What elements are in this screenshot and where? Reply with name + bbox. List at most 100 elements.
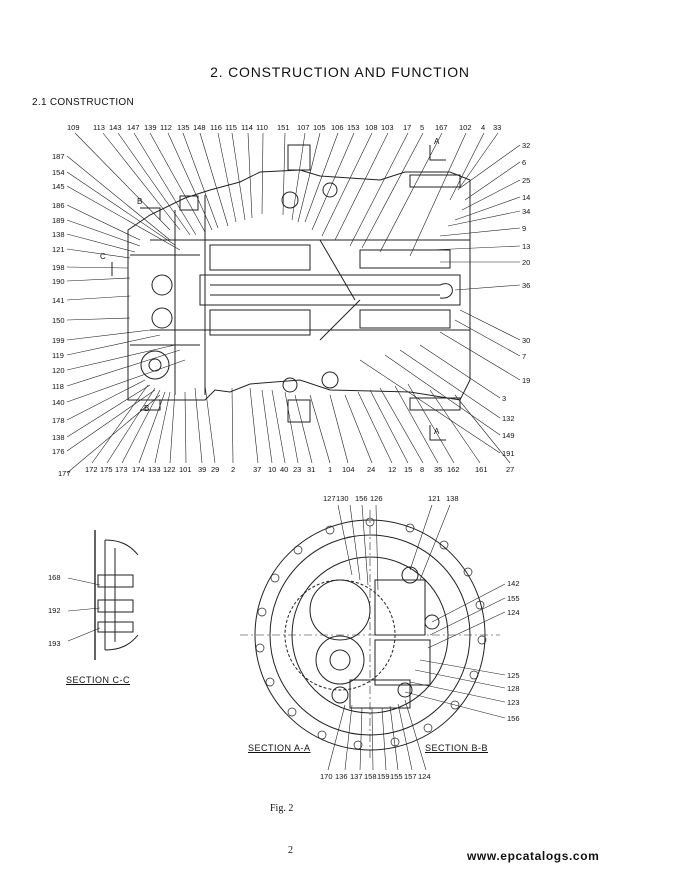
callout: 34 [522,207,531,216]
callout: 142 [507,579,520,588]
callout: 113 [93,123,105,132]
callout: 40 [280,465,289,474]
callout: 141 [52,296,65,305]
callout: 7 [522,352,527,361]
callout: 119 [52,351,64,360]
callout: 12 [388,465,397,474]
callout: 106 [331,123,344,132]
callout: 193 [48,639,61,648]
callout: 29 [211,465,220,474]
section-aa-label: SECTION A-A [248,743,311,753]
callout: 148 [193,123,206,132]
callout: 124 [418,772,431,781]
callout: 175 [100,465,113,474]
callout: 199 [52,336,65,345]
callout: 191 [502,449,515,458]
figure-caption: Fig. 2 [270,803,294,814]
callout: 159 [377,772,390,781]
callout: 140 [52,398,65,407]
callout: 123 [507,698,520,707]
callout: 109 [67,123,80,132]
page-title: 2. CONSTRUCTION AND FUNCTION [210,64,470,80]
callout: 4 [481,123,486,132]
callout: 27 [506,465,515,474]
callout: 6 [522,158,527,167]
callout: 32 [522,141,531,150]
callout: 30 [522,336,531,345]
callout: 3 [502,394,507,403]
callout: 138 [52,433,65,442]
callout: 36 [522,281,531,290]
section-mark-b-top: B [137,197,143,206]
callout: 17 [403,123,412,132]
callout: 156 [355,494,368,503]
callout: 155 [390,772,403,781]
callout: 174 [132,465,145,474]
callout: 187 [52,152,65,161]
callout: 136 [335,772,348,781]
callout: 5 [420,123,425,132]
callout: 138 [446,494,459,503]
callout: 130 [336,494,349,503]
callout: 10 [268,465,277,474]
callout: 162 [447,465,460,474]
callout: 33 [493,123,502,132]
callout: 127 [323,494,336,503]
callout: 147 [127,123,140,132]
page-number: 2 [288,845,293,856]
callout: 151 [277,123,290,132]
callout: 155 [507,594,520,603]
callout: 9 [522,224,527,233]
callout: 139 [144,123,157,132]
callout: 126 [370,494,383,503]
callout: 37 [253,465,262,474]
section-mark-a-bottom: A [434,427,440,436]
callout: 161 [475,465,488,474]
callout: 108 [365,123,378,132]
callout: 173 [115,465,128,474]
callout: 186 [52,201,65,210]
callout: 128 [507,684,520,693]
callout: 172 [85,465,98,474]
section-mark-a-top: A [434,137,440,146]
callout: 35 [434,465,443,474]
callout: 118 [52,382,64,391]
callout: 8 [420,465,425,474]
callout: 189 [52,216,65,225]
callout: 13 [522,242,531,251]
callout: 122 [163,465,176,474]
callout: 104 [342,465,355,474]
callout: 110 [256,123,268,132]
callout: 19 [522,376,531,385]
callout: 116 [210,123,222,132]
callout: 135 [177,123,190,132]
callout: 112 [160,123,172,132]
callout: 168 [48,573,61,582]
callout: 133 [148,465,161,474]
callout: 15 [404,465,413,474]
callout: 14 [522,193,531,202]
callout: 114 [241,123,253,132]
callout: 156 [507,714,520,723]
callout: 107 [297,123,310,132]
callout: 190 [52,277,65,286]
callout: 158 [364,772,377,781]
callout: 149 [502,431,515,440]
section-subtitle: 2.1 CONSTRUCTION [32,97,135,108]
callout: 137 [350,772,363,781]
callout: 198 [52,263,65,272]
callout: 101 [179,465,192,474]
section-bb-label: SECTION B-B [425,743,489,753]
section-cc-label: SECTION C-C [66,675,130,685]
callout: 121 [428,494,441,503]
callout: 1 [328,465,333,474]
callout: 145 [52,182,65,191]
callout: 170 [320,772,333,781]
callout: 102 [459,123,472,132]
callout: 24 [367,465,376,474]
callout: 121 [52,245,65,254]
callout: 23 [293,465,302,474]
section-mark-c: C [100,252,106,261]
callout: 120 [52,366,65,375]
